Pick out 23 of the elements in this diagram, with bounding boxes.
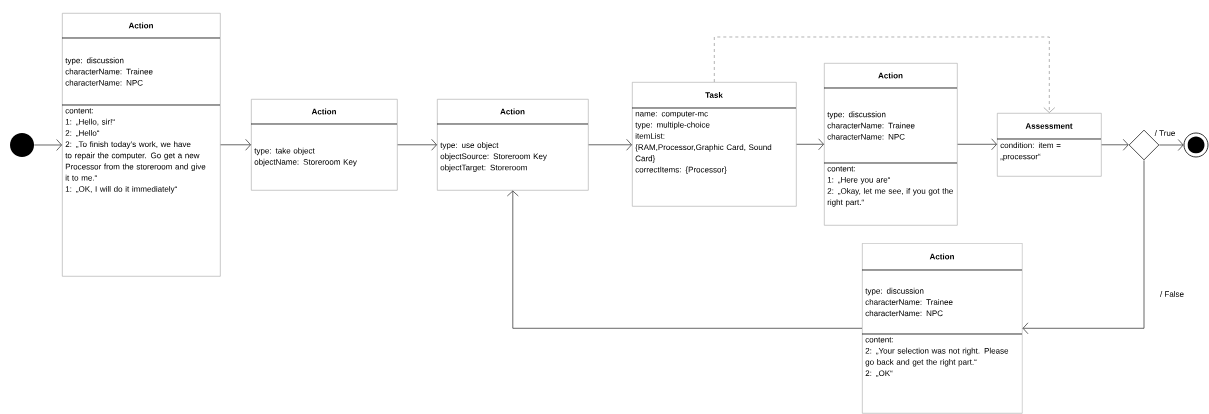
arrow xyxy=(588,139,632,151)
arrow xyxy=(507,190,863,329)
edge-label: / False xyxy=(1159,290,1185,298)
arrow xyxy=(1159,139,1184,151)
arrow xyxy=(220,139,251,151)
action-box: Action type: discussion characterName: Trainee characterName: NPC content: 2: „Your selection was not right. Please go back and get the right part.“ 2: „OK“ xyxy=(861,243,1023,414)
end-node xyxy=(1183,132,1209,158)
start-node xyxy=(10,133,34,157)
assessment-box: Assessment condition: item = „processor“ xyxy=(996,113,1102,177)
arrow xyxy=(33,139,62,151)
arrow xyxy=(397,139,437,151)
decision-diamond xyxy=(1128,129,1160,161)
edge-label: / True xyxy=(1153,129,1177,137)
action-box: Action type: take object objectName: Storeroom Key xyxy=(250,99,398,191)
arrow xyxy=(1022,160,1145,335)
arrow xyxy=(714,36,1056,113)
action-box: Action type: discussion characterName: Trainee characterName: NPC content: 1: „Hello, sir!“ 2: „Hello“ 2: „To finish today’s work, we have to repair the computer. Go get a new Processor from the storeroom and give it to me.“ 1: „OK, I will do it immediately“ xyxy=(61,13,221,277)
action-box: Action type: discussion characterName: Trainee characterName: NPC content: 1: „Here you are“ 2: „Okay, let me see, if you got the right part.“ xyxy=(823,63,958,226)
action-box: Action type: use object objectSource: Storeroom Key objectTarget: Storeroom xyxy=(436,99,589,191)
arrow xyxy=(957,138,997,151)
arrow xyxy=(1101,139,1129,151)
task-box: Task name: computer-mc type: multiple-choice itemList: {RAM,Processor,Graphic Card, Sound Card} correctItems: {Processor} xyxy=(631,82,797,207)
arrow xyxy=(796,138,824,151)
